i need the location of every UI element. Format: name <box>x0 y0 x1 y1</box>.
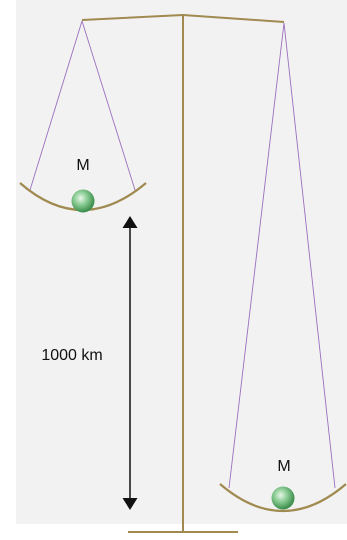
left-mass-label: M <box>76 157 89 174</box>
background-panel <box>16 0 347 524</box>
balance-beam <box>81 13 285 23</box>
left-string-inner <box>81 20 136 191</box>
right-pan <box>219 483 347 512</box>
right-string-inner <box>283 22 336 489</box>
right-string-outer <box>228 22 285 489</box>
right-mass-sphere <box>271 486 295 510</box>
left-string-outer <box>29 20 83 191</box>
distance-label: 1000 km <box>41 347 102 364</box>
right-mass-label: M <box>277 458 290 475</box>
left-mass-sphere <box>71 189 95 213</box>
